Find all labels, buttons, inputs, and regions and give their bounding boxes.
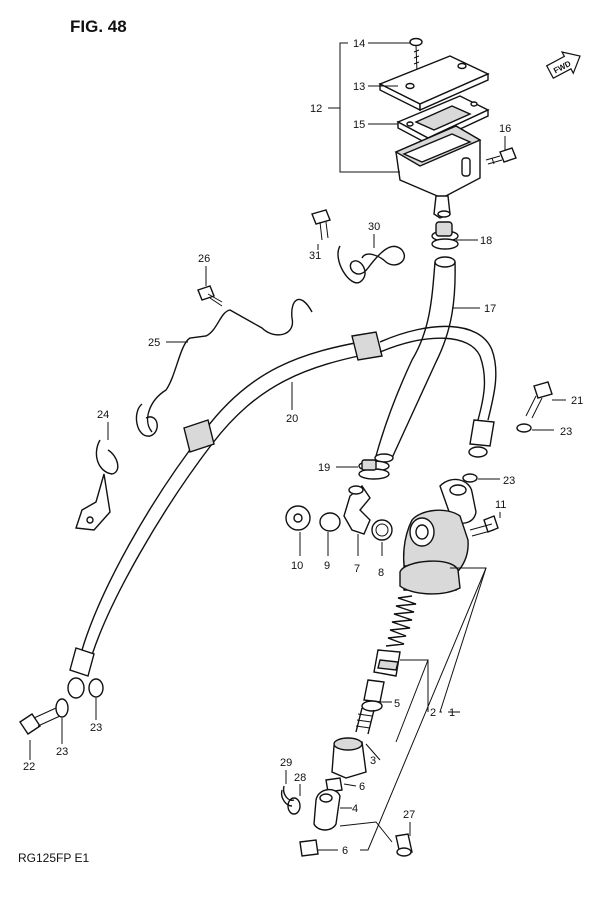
washer-23-mid xyxy=(462,473,478,483)
bolt-22 xyxy=(19,707,61,735)
leader-lines xyxy=(29,42,566,851)
label-23d: 23 xyxy=(90,722,102,734)
label-12: 12 xyxy=(310,103,322,115)
label-6b: 6 xyxy=(342,845,348,857)
label-16: 16 xyxy=(499,123,511,135)
bolt-21 xyxy=(525,381,553,419)
piston-kit xyxy=(355,649,401,735)
label-8: 8 xyxy=(378,567,384,579)
clamp-19 xyxy=(358,459,390,480)
circlip-9 xyxy=(319,512,341,532)
washer-23-upper xyxy=(516,423,532,433)
bolt-11 xyxy=(469,515,499,537)
part-labels: 14 13 12 15 16 30 18 31 26 17 25 21 24 2… xyxy=(23,38,583,857)
screw-14 xyxy=(409,37,423,73)
bracket-24 xyxy=(75,439,119,531)
reservoir-body-12 xyxy=(394,125,482,219)
cup-3 xyxy=(331,737,367,779)
label-5: 5 xyxy=(394,698,400,710)
label-13: 13 xyxy=(353,81,365,93)
pushrod-4 xyxy=(313,789,341,831)
bolt-16 xyxy=(485,147,517,165)
clamp-18 xyxy=(431,221,459,250)
label-7: 7 xyxy=(354,563,360,575)
reservoir-cap-13 xyxy=(378,55,490,112)
label-25: 25 xyxy=(148,337,160,349)
label-10: 10 xyxy=(291,560,303,572)
bolt-26 xyxy=(197,285,223,307)
label-9: 9 xyxy=(324,560,330,572)
bolt-31 xyxy=(311,209,331,241)
fwd-arrow-icon: FWD xyxy=(545,51,581,79)
label-3: 3 xyxy=(370,755,376,767)
label-2: 2 xyxy=(430,707,436,719)
nut-6-lower xyxy=(299,839,319,857)
label-29: 29 xyxy=(280,757,292,769)
label-26: 26 xyxy=(198,253,210,265)
label-22: 22 xyxy=(23,761,35,773)
label-24: 24 xyxy=(97,409,109,421)
label-17: 17 xyxy=(484,303,496,315)
o-ring-8 xyxy=(371,519,393,541)
label-14: 14 xyxy=(353,38,365,50)
label-20: 20 xyxy=(286,413,298,425)
washer-23-lower-left xyxy=(55,698,69,718)
label-19: 19 xyxy=(318,462,330,474)
figure-title: FIG. 48 xyxy=(70,17,127,36)
brake-hose-20 xyxy=(67,325,497,699)
label-6a: 6 xyxy=(359,781,365,793)
model-code: RG125FP E1 xyxy=(18,851,89,865)
label-1: 1 xyxy=(449,707,455,719)
label-11: 11 xyxy=(495,499,506,511)
washer-23-lower-right xyxy=(88,678,104,698)
label-23b: 23 xyxy=(503,475,515,487)
cotter-pin-29 xyxy=(280,785,295,807)
label-18: 18 xyxy=(480,235,492,247)
label-21: 21 xyxy=(571,395,583,407)
clevis-pin-27 xyxy=(395,833,413,857)
hose-joint-7 xyxy=(343,484,371,535)
washer-28 xyxy=(287,797,301,815)
label-4: 4 xyxy=(352,803,358,815)
label-30: 30 xyxy=(368,221,380,233)
cap-10 xyxy=(285,505,311,531)
label-31: 31 xyxy=(309,250,321,262)
label-28: 28 xyxy=(294,772,306,784)
clip-30 xyxy=(337,245,405,284)
bracket-25 xyxy=(147,298,313,433)
label-15: 15 xyxy=(353,119,365,131)
reservoir-hose-17 xyxy=(374,256,456,463)
reservoir-assembly xyxy=(378,37,517,219)
master-cylinder-1 xyxy=(385,478,477,647)
label-23a: 23 xyxy=(560,426,572,438)
label-27: 27 xyxy=(403,809,415,821)
nut-6-upper xyxy=(325,777,343,793)
label-23c: 23 xyxy=(56,746,68,758)
